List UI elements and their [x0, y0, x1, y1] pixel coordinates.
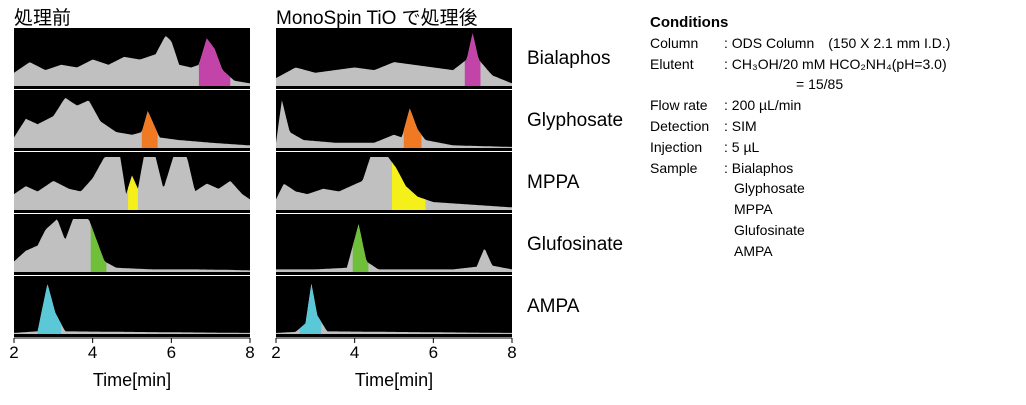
peak-glyphosate-after [403, 108, 422, 148]
condition-row: Sample : Bialaphos [650, 158, 793, 179]
condition-row: Column : ODS Column (150 X 2.1 mm I.D.) [650, 33, 950, 54]
trace-glufosinate-after [276, 224, 512, 272]
peak-ampa-before [37, 284, 62, 334]
peak-glyphosate-before [141, 110, 158, 148]
peak-mppa-after [392, 162, 426, 210]
conditions-heading-row: Conditions [650, 12, 728, 33]
condition-row: Glyphosate [650, 178, 805, 199]
compound-label-mppa: MPPA [527, 172, 580, 193]
trace-bialaphos-after [276, 35, 512, 86]
condition-value: : 200 µL/min [724, 97, 802, 114]
x-tick-label-2-after: 2 [271, 343, 280, 362]
compound-label-glyphosate: Glyphosate [527, 110, 623, 131]
x-tick-label-4-before: 4 [88, 343, 97, 362]
condition-key: Detection [650, 117, 710, 134]
trace-glyphosate-after [276, 100, 512, 148]
condition-value: : CH₃OH/20 mM HCO₂NH₄(pH=3.0) [724, 55, 947, 72]
x-tick-label-6-after: 6 [429, 343, 438, 362]
condition-value: MPPA [734, 201, 773, 218]
x-tick-label-8-after: 8 [507, 343, 516, 362]
peak-bialaphos-after [464, 33, 481, 86]
condition-row: AMPA [650, 241, 773, 262]
compound-label-bialaphos: Bialaphos [527, 48, 610, 69]
peak-ampa-after [299, 284, 322, 334]
x-tick-label-2-before: 2 [9, 343, 18, 362]
trace-glyphosate-before [14, 98, 250, 148]
chromatogram-panel-glufosinate-after [276, 214, 512, 275]
condition-key: Sample [650, 159, 698, 176]
conditions-list: Column : ODS Column (150 X 2.1 mm I.D.) El… [650, 33, 950, 262]
condition-value: : SIM [724, 117, 757, 134]
condition-key: Column [650, 34, 699, 51]
condition-value: = 15/85 [796, 76, 844, 93]
condition-row: Injection : 5 µL [650, 137, 759, 158]
condition-row: Elutent : CH₃OH/20 mM HCO₂NH₄(pH=3.0) [650, 54, 947, 75]
condition-value: : 5 µL [724, 138, 760, 155]
title-after: MonoSpin TiO で処理後 [276, 8, 478, 29]
title-before: 処理前 [14, 8, 72, 29]
condition-row: Flow rate : 200 µL/min [650, 95, 801, 116]
x-tick-label-4-after: 4 [350, 343, 359, 362]
condition-value: Glufosinate [734, 221, 805, 238]
condition-value: Glyphosate [734, 180, 805, 197]
condition-key: Injection [650, 138, 703, 155]
trace-glufosinate-before [14, 219, 250, 272]
x-tick-label-6-before: 6 [167, 343, 176, 362]
peak-glufosinate-before [90, 224, 107, 272]
condition-key: Elutent [650, 55, 694, 72]
conditions-heading: Conditions [650, 14, 729, 31]
peak-mppa-before [128, 175, 138, 210]
compound-label-ampa: AMPA [527, 296, 580, 317]
condition-value: : ODS Column (150 X 2.1 mm I.D.) [724, 34, 951, 51]
conditions-panel: Conditions Column : ODS Column (150 X 2.1… [650, 12, 950, 262]
condition-row: MPPA [650, 199, 773, 220]
condition-row: = 15/85 [650, 74, 843, 95]
condition-row: Glufosinate [650, 220, 805, 241]
x-axis-label-after: Time[min] [355, 370, 433, 390]
x-tick-label-8-before: 8 [245, 343, 254, 362]
peak-glufosinate-after [352, 224, 369, 272]
condition-row: Detection : SIM [650, 116, 757, 137]
peak-bialaphos-before [198, 38, 231, 86]
condition-key: Flow rate [650, 97, 708, 114]
x-axis-label-before: Time[min] [93, 370, 171, 390]
trace-bialaphos-before [14, 36, 250, 86]
condition-value: AMPA [734, 242, 773, 259]
condition-value: : Bialaphos [724, 159, 794, 176]
compound-label-glufosinate: Glufosinate [527, 234, 623, 255]
